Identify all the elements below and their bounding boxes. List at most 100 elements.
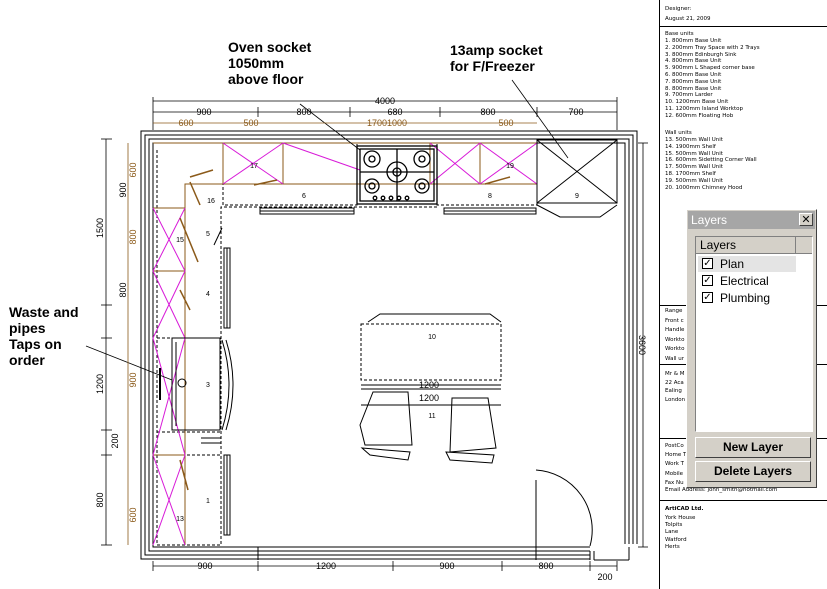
list-line: 8. 800mm Base Unit: [665, 85, 722, 92]
unit-label-13: 13: [176, 516, 184, 523]
base-unit-6: [222, 142, 358, 206]
dim-left-1: 1500: [95, 218, 105, 238]
dim-left-4: 200: [110, 433, 120, 448]
wall-units-title: Wall units: [665, 130, 692, 136]
title-sheet-panel: Designer: August 21, 2009 Base units 1. …: [659, 0, 827, 589]
list-line: 9. 700mm Larder: [665, 92, 713, 99]
dim-island-1: 1200: [419, 380, 439, 390]
list-line: Lane: [665, 529, 679, 536]
dim-top-5: 700: [568, 107, 583, 117]
list-line: Workto: [665, 346, 685, 353]
layer-row-plumbing[interactable]: ✓ Plumbing: [698, 290, 796, 306]
list-line: Work T: [665, 461, 685, 468]
dim-top-4: 800: [480, 107, 495, 117]
company-name: ArtiCAD Ltd.: [665, 506, 704, 512]
unit-label-9: 9: [575, 193, 579, 200]
list-line: 3. 800mm Edinburgh Sink: [665, 51, 737, 58]
dim-top-inner-3: 1700: [367, 118, 387, 128]
unit-label-4: 4: [206, 291, 210, 298]
layer-label: Electrical: [720, 274, 769, 288]
dim-left-2: 800: [118, 282, 128, 297]
list-line: 15. 500mm Wall Unit: [665, 150, 723, 157]
unit-label-8: 8: [488, 193, 492, 200]
list-line: 13. 500mm Wall Unit: [665, 137, 723, 143]
unit-label-1: 1: [206, 498, 210, 505]
customer-email: Email Address: john_smith@hotmail.com: [665, 487, 778, 493]
list-line: Fax Nu: [665, 479, 684, 486]
sink: [159, 337, 221, 431]
base-unit-8: [436, 142, 538, 206]
dim-bottom-3: 900: [439, 561, 454, 571]
list-line: 22 Aca: [665, 379, 684, 386]
dim-right-overall: 3600: [637, 335, 647, 355]
list-line: Mobile: [665, 470, 684, 477]
dim-left-inner-1: 900: [118, 182, 128, 197]
dim-left-inner-2: 600: [128, 162, 138, 177]
list-line: 7. 800mm Base Unit: [665, 78, 722, 85]
list-line: 16. 600mm Sidetting Corner Wall: [665, 157, 757, 164]
list-line: 2. 200mm Tray Space with 2 Trays: [665, 44, 760, 51]
dim-left-inner-5: 600: [128, 507, 138, 522]
design-date: August 21, 2009: [665, 16, 711, 22]
dim-left-inner-4: 900: [128, 372, 138, 387]
unit-label-19: 19: [506, 163, 514, 170]
list-line: 4. 800mm Base Unit: [665, 58, 722, 65]
list-line: 12. 600mm Floating Hob: [665, 112, 734, 119]
layer-label: Plumbing: [720, 291, 771, 305]
layer-row-plan[interactable]: ✓ Plan: [698, 256, 796, 272]
list-line: Front c: [665, 317, 684, 324]
kitchen-floor-plan: 4000 900 800 680 800 700 900 1200 900 80…: [85, 79, 648, 582]
waste-pipes-note: Waste and pipes Taps on order: [9, 304, 79, 368]
list-line: Home T: [665, 452, 687, 459]
dim-left-3: 1200: [95, 374, 105, 394]
checkbox-icon[interactable]: ✓: [702, 292, 713, 303]
list-line: Workto: [665, 336, 685, 343]
layer-row-electrical[interactable]: ✓ Electrical: [698, 273, 796, 289]
island-unit-10: [360, 323, 502, 381]
list-line: Watford: [665, 536, 687, 543]
freezer-socket-note: 13amp socket for F/Freezer: [450, 42, 543, 74]
checkbox-icon[interactable]: ✓: [702, 258, 713, 269]
dim-left-5: 800: [95, 492, 105, 507]
list-line: 18. 1700mm Shelf: [665, 171, 716, 177]
designer-label: Designer:: [665, 6, 692, 12]
layers-titlebar[interactable]: Layers ✕: [688, 211, 815, 229]
unit-label-10: 10: [428, 334, 436, 341]
dim-top-3: 680: [387, 107, 402, 117]
unit-label-17: 17: [250, 163, 258, 170]
layers-column-header[interactable]: Layers: [696, 237, 796, 254]
dim-island-2: 1200: [419, 393, 439, 403]
list-line: 20. 1000mm Chimney Hood: [665, 184, 743, 191]
dim-bottom-4: 800: [538, 561, 553, 571]
list-line: York House: [665, 515, 696, 521]
dim-top-inner-2: 500: [243, 118, 258, 128]
list-line: Tolpits: [665, 522, 683, 529]
layer-label: Plan: [720, 257, 745, 271]
list-line: Mr & M: [665, 371, 685, 377]
checkbox-icon[interactable]: ✓: [702, 275, 713, 286]
list-line: 19. 500mm Wall Unit: [665, 177, 723, 184]
new-layer-button[interactable]: New Layer: [695, 437, 811, 458]
close-icon[interactable]: ✕: [799, 213, 813, 226]
dim-top-1: 900: [196, 107, 211, 117]
list-line: Ealing: [665, 388, 682, 395]
layers-list[interactable]: Layers ✓ Plan ✓ Electrical ✓ Plumbing: [695, 236, 813, 432]
base-units-title: Base units: [665, 31, 694, 37]
list-line: 14. 1900mm Shelf: [665, 143, 716, 150]
oven-socket-note: Oven socket 1050mm above floor: [228, 39, 312, 87]
unit-label-16: 16: [207, 198, 215, 205]
list-line: 17. 500mm Wall Unit: [665, 164, 723, 171]
dim-bottom-2: 1200: [316, 561, 336, 571]
dim-top-inner-4: 1000: [387, 118, 407, 128]
bar-stools: [359, 391, 497, 464]
unit-label-3: 3: [206, 382, 210, 389]
layers-dialog-title: Layers: [691, 213, 728, 227]
list-line: 1. 800mm Base Unit: [665, 38, 722, 44]
delete-layers-button[interactable]: Delete Layers: [695, 461, 811, 482]
gas-hob: [356, 145, 438, 205]
dim-top-inner-1: 600: [178, 118, 193, 128]
list-line: London: [665, 396, 686, 403]
dim-bottom-extra: 200: [597, 572, 612, 582]
dim-top-overall: 4000: [375, 96, 395, 106]
unit-label-6: 6: [302, 193, 306, 200]
